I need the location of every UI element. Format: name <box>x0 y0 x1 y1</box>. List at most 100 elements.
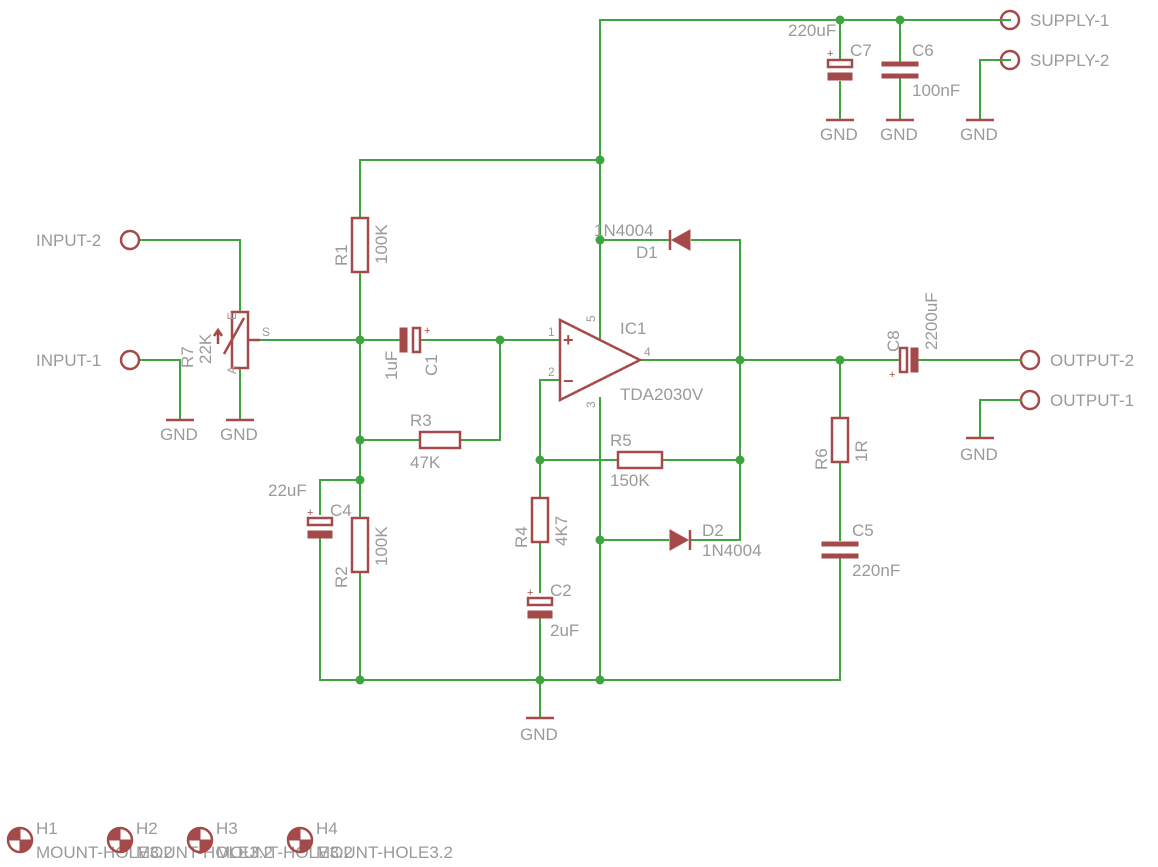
svg-text:2200uF: 2200uF <box>922 292 941 350</box>
connector-input-2: INPUT-2 <box>36 229 141 251</box>
resistor-r4: R4 4K7 <box>512 496 571 548</box>
capacitor-c1: + C1 1uF <box>382 325 441 380</box>
gnd-symbol: GND <box>520 716 558 744</box>
connector-input-1: INPUT-1 <box>36 349 141 371</box>
svg-text:GND: GND <box>820 125 858 144</box>
svg-text:MOUNT-HOLE3.2: MOUNT-HOLE3.2 <box>216 843 353 862</box>
svg-text:H2: H2 <box>136 819 158 838</box>
connector-label: INPUT-1 <box>36 351 101 370</box>
svg-text:R6: R6 <box>812 448 831 470</box>
gnd-symbol: GND <box>220 418 258 444</box>
svg-text:22uF: 22uF <box>268 481 307 500</box>
svg-text:GND: GND <box>880 125 918 144</box>
svg-text:A: A <box>225 366 239 374</box>
resistor-r6: R6 1R <box>812 416 871 470</box>
svg-text:1: 1 <box>548 325 555 339</box>
svg-text:+: + <box>424 325 430 337</box>
connector-label: OUTPUT-1 <box>1050 391 1134 410</box>
svg-text:H1: H1 <box>36 819 58 838</box>
svg-text:1N4004: 1N4004 <box>594 221 654 240</box>
svg-text:C2: C2 <box>550 581 572 600</box>
connector-label: SUPPLY-2 <box>1030 51 1109 70</box>
svg-text:5: 5 <box>584 315 598 322</box>
svg-text:1N4004: 1N4004 <box>702 541 762 560</box>
mount-hole-h2: H2 MOUNT-HOLE3.2 <box>106 819 273 862</box>
opamp-ic1: + − 1 2 3 4 5 IC1 TDA2030V <box>548 315 704 408</box>
resistor-r1: R1 100K <box>332 216 391 274</box>
svg-text:150K: 150K <box>610 471 650 490</box>
svg-text:C8: C8 <box>884 330 903 352</box>
connector-supply-1: SUPPLY-1 <box>999 9 1109 31</box>
resistor-r2: R2 100K <box>332 516 391 588</box>
svg-text:100K: 100K <box>372 224 391 264</box>
resistor-r5: R5 150K <box>610 431 664 490</box>
svg-text:E: E <box>225 312 239 320</box>
svg-text:+: + <box>563 330 574 350</box>
svg-text:−: − <box>563 371 574 391</box>
svg-text:220nF: 220nF <box>852 561 900 580</box>
potentiometer-r7: R7 22K E A S <box>178 310 270 374</box>
svg-text:GND: GND <box>960 445 998 464</box>
svg-text:4: 4 <box>644 345 651 359</box>
capacitor-c2: + C2 2uF <box>526 581 579 640</box>
diode-d2: D2 1N4004 <box>669 521 762 560</box>
svg-text:22K: 22K <box>196 333 215 364</box>
svg-text:R7: R7 <box>178 346 197 368</box>
capacitor-c8: + C8 2200uF <box>884 292 941 381</box>
svg-text:GND: GND <box>960 125 998 144</box>
svg-text:2uF: 2uF <box>550 621 579 640</box>
connector-label: SUPPLY-1 <box>1030 11 1109 30</box>
svg-text:R3: R3 <box>410 411 432 430</box>
connector-output-2: OUTPUT-2 <box>1019 349 1134 371</box>
mount-hole-h3: H3 MOUNT-HOLE3.2 <box>186 819 353 862</box>
svg-text:C6: C6 <box>912 41 934 60</box>
svg-text:GND: GND <box>520 725 558 744</box>
svg-text:H3: H3 <box>216 819 238 838</box>
svg-text:100K: 100K <box>372 526 391 566</box>
svg-text:MOUNT-HOLE3.2: MOUNT-HOLE3.2 <box>316 843 453 862</box>
svg-text:3: 3 <box>584 401 598 408</box>
gnd-symbol: GND <box>960 118 998 144</box>
gnd-symbol: GND <box>820 118 858 144</box>
wires <box>139 19 1011 719</box>
svg-text:R2: R2 <box>332 566 351 588</box>
connector-supply-2: SUPPLY-2 <box>999 49 1109 71</box>
svg-text:+: + <box>889 369 895 381</box>
svg-text:220uF: 220uF <box>788 21 836 40</box>
diode-d1: 1N4004 D1 <box>594 221 691 262</box>
svg-text:R5: R5 <box>610 431 632 450</box>
svg-text:+: + <box>527 587 533 599</box>
svg-text:1uF: 1uF <box>382 351 401 380</box>
svg-text:MOUNT-HOLE3.2: MOUNT-HOLE3.2 <box>136 843 273 862</box>
gnd-symbol: GND <box>160 418 198 444</box>
svg-text:+: + <box>307 507 313 519</box>
mount-hole-h1: H1 MOUNT-HOLE3.2 <box>6 819 173 862</box>
svg-text:4K7: 4K7 <box>552 516 571 546</box>
svg-text:MOUNT-HOLE3.2: MOUNT-HOLE3.2 <box>36 843 173 862</box>
svg-text:47K: 47K <box>410 453 441 472</box>
gnd-symbol: GND <box>960 436 998 464</box>
connector-label: OUTPUT-2 <box>1050 351 1134 370</box>
capacitor-c4: + C4 22uF <box>268 481 352 539</box>
svg-text:100nF: 100nF <box>912 81 960 100</box>
svg-text:C7: C7 <box>850 41 872 60</box>
capacitor-c5: C5 220nF <box>821 521 900 580</box>
gnd-symbol: GND <box>880 118 918 144</box>
svg-text:2: 2 <box>548 365 555 379</box>
svg-text:+: + <box>827 48 833 60</box>
svg-text:D2: D2 <box>702 521 724 540</box>
junctions <box>355 15 905 685</box>
svg-text:R4: R4 <box>512 526 531 548</box>
svg-text:H4: H4 <box>316 819 338 838</box>
svg-text:GND: GND <box>160 425 198 444</box>
svg-text:TDA2030V: TDA2030V <box>620 385 704 404</box>
svg-text:1R: 1R <box>852 440 871 462</box>
connector-label: INPUT-2 <box>36 231 101 250</box>
svg-text:R1: R1 <box>332 244 351 266</box>
svg-text:GND: GND <box>220 425 258 444</box>
resistor-r3: R3 47K <box>410 411 462 472</box>
connector-output-1: OUTPUT-1 <box>1019 389 1134 411</box>
svg-text:IC1: IC1 <box>620 319 646 338</box>
mount-hole-h4: H4 MOUNT-HOLE3.2 <box>286 819 453 862</box>
